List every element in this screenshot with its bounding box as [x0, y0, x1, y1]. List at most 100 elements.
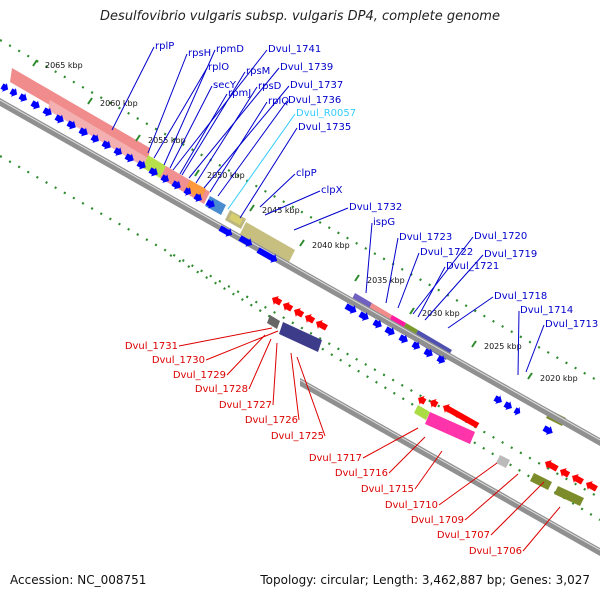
upper-gene-label[interactable]: Dvul_R0057	[296, 108, 356, 119]
kbp-tick-label: 2065 kbp	[45, 61, 83, 70]
forward-gene-arrow	[493, 395, 502, 404]
lower-gene-label[interactable]: Dvul_1715	[361, 484, 414, 495]
lower-leader-line	[362, 427, 419, 459]
kbp-tick: 2060 kbp	[87, 97, 138, 108]
ribbon-gray-segment	[267, 315, 280, 329]
upper-gene-label[interactable]: rpsM	[246, 66, 270, 77]
kbp-tick-label: 2040 kbp	[312, 241, 350, 250]
upper-gene-label[interactable]: Dvul_1739	[280, 62, 333, 73]
forward-gene-arrow	[136, 160, 146, 170]
forward-gene-arrow	[238, 235, 253, 247]
upper-gene-label[interactable]: clpP	[296, 168, 317, 179]
forward-gene-arrow	[42, 107, 52, 117]
forward-gene-arrow	[384, 326, 395, 336]
upper-gene-label[interactable]: Dvul_1732	[349, 202, 402, 213]
lower-gene-label[interactable]: Dvul_1725	[271, 431, 324, 442]
forward-gene-arrow	[205, 199, 215, 209]
upper-leader-line	[293, 207, 349, 231]
reverse-gene-arrow	[443, 404, 480, 429]
reverse-gene-arrow	[283, 302, 294, 312]
reverse-gene-arrow	[316, 320, 328, 331]
forward-gene-arrow	[193, 193, 202, 202]
upper-leader-line	[172, 49, 268, 171]
upper-gene-label[interactable]: Dvul_1722	[420, 247, 473, 258]
upper-gene-label[interactable]: Dvul_1718	[494, 291, 547, 302]
lower-gene-label[interactable]: Dvul_1707	[437, 530, 490, 541]
forward-gene-arrow	[54, 114, 64, 124]
upper-gene-label[interactable]: Dvul_1736	[288, 95, 341, 106]
upper-gene-label[interactable]: Dvul_1713	[545, 319, 598, 330]
forward-gene-arrow	[101, 140, 111, 150]
upper-gene-label[interactable]: rplQ	[268, 96, 289, 107]
lower-leader-line	[226, 334, 266, 376]
upper-leader-line	[412, 236, 474, 315]
lower-gene-label[interactable]: Dvul_1726	[245, 415, 298, 426]
upper-leader-line	[239, 127, 298, 219]
upper-leader-line	[203, 85, 290, 189]
upper-gene-label[interactable]: rpmJ	[228, 88, 251, 99]
lower-gene-label[interactable]: Dvul_1729	[173, 370, 226, 381]
upper-leader-line	[447, 296, 494, 329]
upper-gene-label[interactable]: Dvul_1719	[484, 249, 537, 260]
reverse-gene-arrow	[305, 314, 316, 324]
upper-leader-line	[195, 86, 258, 184]
forward-gene-arrow	[78, 127, 88, 137]
forward-gene-arrow	[90, 134, 99, 143]
lower-leader-line	[414, 450, 443, 490]
upper-gene-label[interactable]: clpX	[321, 185, 343, 196]
upper-gene-label[interactable]: Dvul_1721	[446, 261, 499, 272]
lower-gene-label[interactable]: Dvul_1731	[125, 341, 178, 352]
forward-gene-arrow	[372, 319, 382, 329]
upper-gene-label[interactable]: rpsD	[258, 81, 282, 92]
upper-gene-label[interactable]: Dvul_1723	[399, 232, 452, 243]
lower-leader-line	[438, 462, 498, 506]
upper-gene-label[interactable]: secY	[213, 80, 237, 91]
upper-gene-label[interactable]: Dvul_1720	[474, 231, 527, 242]
lower-leader-line	[272, 342, 278, 406]
upper-gene-label[interactable]: rpsH	[188, 48, 211, 59]
lower-leader-line	[296, 356, 326, 437]
lower-gene-label[interactable]: Dvul_1710	[385, 500, 438, 511]
lower-gene-label[interactable]: Dvul_1728	[195, 384, 248, 395]
forward-gene-arrow	[256, 247, 278, 263]
forward-gene-arrow	[113, 147, 122, 156]
forward-gene-arrow	[423, 348, 433, 358]
upper-gene-label[interactable]: ispG	[373, 217, 395, 228]
label-leaders	[111, 46, 561, 552]
forward-gene-arrow	[358, 311, 369, 321]
kbp-tick-label: 2025 kbp	[484, 342, 522, 351]
upper-gene-label[interactable]: rplP	[155, 41, 174, 52]
upper-gene-label[interactable]: Dvul_1737	[290, 80, 343, 91]
lower-gene-label[interactable]: Dvul_1727	[219, 400, 272, 411]
ribbon-pink-segment	[48, 100, 148, 168]
upper-leader-line	[179, 93, 228, 175]
kbp-tick: 2055 kbp	[135, 134, 186, 145]
kbp-tick-label: 2050 kbp	[207, 171, 245, 180]
map-title: Desulfovibrio vulgaris subsp. vulgaris D…	[100, 9, 500, 24]
upper-leader-line	[259, 173, 296, 208]
reverse-gene-arrow	[545, 460, 559, 472]
lower-gene-label[interactable]: Dvul_1730	[152, 355, 205, 366]
upper-gene-label[interactable]: rpmD	[216, 44, 244, 55]
forward-gene-arrow	[344, 303, 357, 314]
ribbon-upper	[10, 68, 295, 262]
lower-gene-label[interactable]: Dvul_1709	[411, 515, 464, 526]
forward-gene-arrow	[436, 355, 445, 364]
lower-gene-label[interactable]: Dvul_1706	[469, 546, 522, 557]
upper-gene-label[interactable]: Dvul_1714	[520, 305, 573, 316]
reverse-gene-arrow	[560, 468, 571, 478]
forward-gene-arrow	[30, 100, 40, 110]
lower-gene-label[interactable]: Dvul_1717	[309, 453, 362, 464]
upper-leader-line	[227, 113, 296, 210]
lower-leader-line	[490, 481, 545, 536]
upper-leader-line	[153, 67, 208, 159]
upper-gene-label[interactable]: rplO	[208, 62, 229, 73]
lower-gene-label[interactable]: Dvul_1716	[335, 468, 388, 479]
upper-gene-label[interactable]: Dvul_1735	[298, 122, 351, 133]
kbp-tick-label: 2030 kbp	[422, 309, 460, 318]
forward-genes	[0, 83, 553, 435]
upper-gene-label[interactable]: Dvul_1741	[268, 44, 321, 55]
